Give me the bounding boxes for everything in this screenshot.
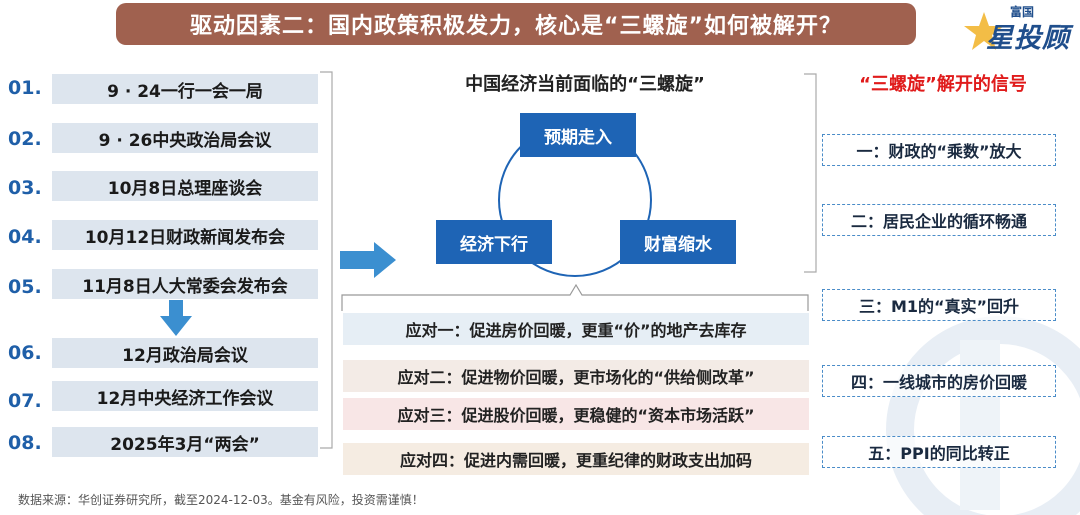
logo-main-text: 星投顾	[986, 23, 1070, 54]
response-4: 应对四：促进内需回暖，更重纪律的财政支出加码	[343, 443, 809, 475]
event-number: 06.	[8, 342, 42, 364]
timeline-bracket	[320, 71, 333, 449]
signal-3: 三：M1的“真实”回升	[822, 289, 1056, 321]
signal-5: 五：PPI的同比转正	[822, 436, 1056, 468]
signals-title: “三螺旋”解开的信号	[859, 74, 1027, 95]
event-item: 12月政治局会议	[52, 338, 318, 368]
response-1: 应对一：促进房价回暖，更重“价”的地产去库存	[343, 313, 809, 345]
event-item: 9 · 24一行一会一局	[52, 74, 318, 104]
event-item: 11月8日人大常委会发布会	[52, 269, 318, 299]
event-number: 01.	[8, 77, 42, 99]
watermark-graphic	[886, 316, 1080, 515]
data-source-note: 数据来源：华创证券研究所，截至2024-12-03。基金有风险，投资需谨慎！	[18, 493, 424, 507]
signal-2: 二：居民企业的循环畅通	[822, 204, 1056, 236]
signals-bracket	[804, 73, 817, 273]
event-item: 10月8日总理座谈会	[52, 171, 318, 201]
event-item: 12月中央经济工作会议	[52, 381, 318, 411]
event-number: 03.	[8, 177, 42, 199]
node-economy-down: 经济下行	[436, 220, 552, 264]
event-number: 07.	[8, 390, 42, 412]
signal-4: 四：一线城市的房价回暖	[822, 365, 1056, 397]
response-3: 应对三：促进股价回暖，更稳健的“资本市场活跃”	[343, 398, 809, 430]
right-arrow-icon	[340, 242, 396, 278]
signal-1: 一：财政的“乘数”放大	[822, 134, 1056, 166]
down-arrow-icon	[160, 300, 192, 336]
response-2: 应对二：促进物价回暖，更市场化的“供给侧改革”	[343, 360, 809, 392]
event-number: 02.	[8, 128, 42, 150]
event-item: 10月12日财政新闻发布会	[52, 220, 318, 250]
spiral-title: 中国经济当前面临的“三螺旋”	[465, 74, 705, 95]
responses-brace	[341, 283, 809, 311]
event-number: 04.	[8, 226, 42, 248]
node-expectation: 预期走入	[520, 113, 636, 157]
logo-small-text: 富国	[1010, 5, 1035, 19]
star-icon	[964, 12, 1004, 50]
page-title: 驱动因素二：国内政策积极发力，核心是“三螺旋”如何被解开？	[116, 3, 916, 45]
node-wealth-shrink: 财富缩水	[620, 220, 736, 264]
event-number: 05.	[8, 276, 42, 298]
event-number: 08.	[8, 432, 42, 454]
event-item: 9 · 26中央政治局会议	[52, 123, 318, 153]
event-item: 2025年3月“两会”	[52, 427, 318, 457]
brand-logo	[960, 2, 1070, 58]
